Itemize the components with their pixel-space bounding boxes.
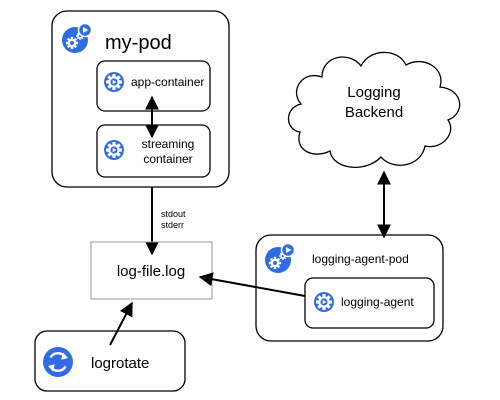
agent-pod-title: logging-agent-pod xyxy=(312,252,409,266)
logrotate-label: logrotate xyxy=(91,355,149,372)
stderr-label: stderr xyxy=(161,220,184,230)
backend-label-line1: Logging xyxy=(347,84,400,101)
streaming-label-line1: streaming xyxy=(142,137,195,151)
pod-icon xyxy=(62,24,92,54)
logrotate-box xyxy=(34,330,186,392)
my-pod-box xyxy=(51,10,230,188)
app-container-icon xyxy=(104,72,124,92)
agent-pod-icon xyxy=(265,244,295,274)
streaming-label-line2: container xyxy=(143,152,192,166)
logging-agent-box xyxy=(304,277,435,329)
log-file-box xyxy=(90,241,213,300)
logging-backend-cloud xyxy=(287,51,461,168)
logrotate-to-logfile-arrow xyxy=(109,301,133,346)
app-container-label: app-container xyxy=(131,75,204,89)
streaming-container-icon xyxy=(104,140,124,160)
my-pod-title: my-pod xyxy=(105,32,172,54)
backend-label-line2: Backend xyxy=(345,104,403,121)
stdout-label: stdout xyxy=(161,209,186,219)
logging-agent-icon xyxy=(314,292,334,312)
rotate-icon xyxy=(43,347,73,377)
logging-agent-label: logging-agent xyxy=(341,295,414,309)
agent-to-logfile-arrow xyxy=(198,272,306,297)
log-file-label: log-file.log xyxy=(117,263,185,280)
